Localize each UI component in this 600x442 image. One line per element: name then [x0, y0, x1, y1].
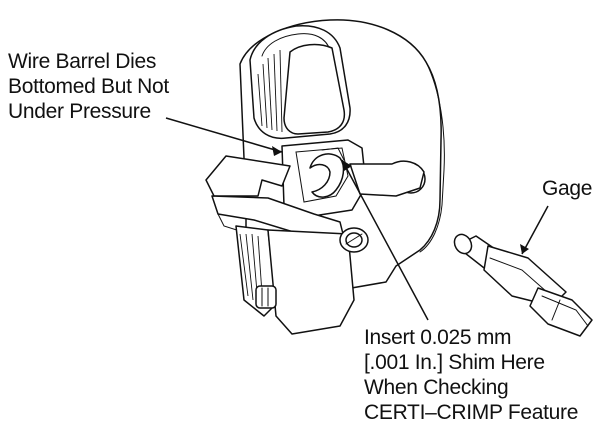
leader-wire-barrel	[165, 117, 283, 156]
adjust-knob	[255, 285, 277, 309]
die-head-face	[283, 43, 346, 135]
label-line: CERTI–CRIMP Feature	[364, 401, 579, 424]
label-line: Bottomed But Not	[8, 75, 169, 98]
leader-insert-shim	[341, 159, 429, 321]
label-line: Wire Barrel Dies	[8, 50, 157, 73]
frame-edge	[419, 61, 445, 253]
label-line: Under Pressure	[8, 100, 151, 123]
leader-gage	[520, 205, 549, 255]
label-line: When Checking	[364, 376, 509, 399]
label-gage: Gage	[542, 176, 592, 201]
label-wire-barrel-dies: Wire Barrel Dies Bottomed But Not Under …	[8, 49, 169, 124]
label-line: Insert 0.025 mm	[364, 326, 512, 349]
label-insert-shim: Insert 0.025 mm [.001 In.] Shim Here Whe…	[364, 325, 578, 425]
label-line: Gage	[542, 177, 593, 200]
label-line: [.001 In.] Shim Here	[364, 351, 545, 374]
die-head-shading	[257, 49, 283, 133]
die-cavity	[309, 153, 345, 198]
die-jaw-block	[281, 139, 367, 219]
die-head-top	[261, 33, 331, 57]
gage-tool	[453, 233, 593, 337]
pivot-pin-lower	[339, 227, 369, 253]
link-arm	[349, 160, 425, 197]
die-shim-gap	[321, 147, 345, 161]
